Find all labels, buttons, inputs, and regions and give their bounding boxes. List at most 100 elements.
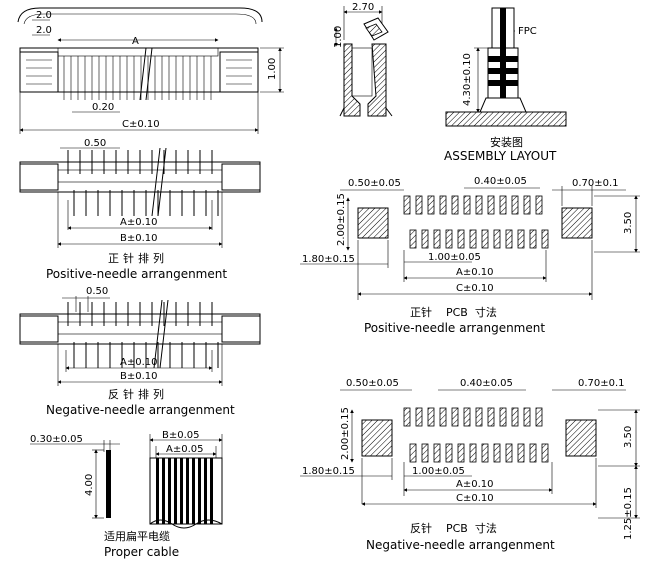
assembly-layout: FPC 4.30±0.10 安装图 ASSEMBLY LAYOUT bbox=[444, 7, 567, 163]
cable-view: 0.30±0.05 4.00 B±0.05 A±0.05 适用扁平电缆 Prop… bbox=[30, 430, 223, 559]
cable-dim-b: B±0.05 bbox=[162, 430, 200, 441]
pcb-pad-top bbox=[487, 195, 495, 215]
pcb-pad-bottom bbox=[469, 443, 477, 463]
pcbp-dim-pitch: 0.40±0.05 bbox=[474, 176, 527, 187]
assembly-dim-height: 4.30±0.10 bbox=[462, 53, 473, 106]
side-view: 2.70 1.00 bbox=[333, 2, 393, 117]
pcb-pad-top bbox=[463, 407, 471, 427]
cable-dim-thickness: 0.30±0.05 bbox=[30, 434, 83, 445]
pcb-pad-top bbox=[427, 407, 435, 427]
pcb-pad-bottom bbox=[517, 443, 525, 463]
pcb-pad-bottom bbox=[529, 443, 537, 463]
pcb-pad-bottom bbox=[433, 443, 441, 463]
pcb-pad-top bbox=[463, 195, 471, 215]
assembly-caption-cn: 安装图 bbox=[490, 135, 523, 149]
neg-dim-b: B±0.10 bbox=[120, 371, 158, 382]
pcbp-dim-pad-left: 0.50±0.05 bbox=[348, 178, 401, 189]
pos-dim-pitch: 0.50 bbox=[84, 138, 106, 149]
pcb-pad-top bbox=[427, 195, 435, 215]
pcb-negative-view: 0.50±0.05 0.40±0.05 0.70±0.1 2.00±0.15 3… bbox=[300, 378, 640, 552]
pcb-pad-bottom bbox=[421, 443, 429, 463]
pcbp-dim-height: 3.50 bbox=[623, 212, 634, 234]
pcbp-dim-pitch-sum: 1.00±0.05 bbox=[428, 252, 481, 263]
pcb-pad-bottom bbox=[505, 229, 513, 249]
pcb-pad-bottom bbox=[409, 229, 417, 249]
pcbp-dim-c: C±0.10 bbox=[456, 283, 494, 294]
pcb-pad-bottom bbox=[421, 229, 429, 249]
pcb-pad-bottom bbox=[529, 229, 537, 249]
pos-dim-a: A±0.10 bbox=[120, 217, 158, 228]
pcb-pad-top bbox=[523, 195, 531, 215]
cable-conductor bbox=[204, 458, 207, 524]
pcb-pad-top bbox=[451, 195, 459, 215]
cable-conductor bbox=[162, 458, 165, 524]
pos-caption-en: Positive-needle arrangenment bbox=[46, 267, 227, 281]
assembly-caption-en: ASSEMBLY LAYOUT bbox=[444, 149, 557, 163]
cable-caption-cn: 适用扁平电缆 bbox=[104, 530, 170, 543]
pcb-pad-top bbox=[475, 407, 483, 427]
pcbn-dim-a: A±0.10 bbox=[456, 479, 494, 490]
top-label-2: 2.0 bbox=[36, 25, 52, 36]
pcb-pad-top bbox=[403, 195, 411, 215]
pcb-pad-top bbox=[439, 195, 447, 215]
pcb-pad-top bbox=[475, 195, 483, 215]
side-dim-width: 2.70 bbox=[352, 2, 374, 13]
pcbn-dim-bottom: 1.25±0.15 bbox=[623, 487, 634, 540]
pcb-pad-bottom bbox=[493, 229, 501, 249]
cable-dim-a: A±0.05 bbox=[166, 444, 204, 455]
cable-dim-length: 4.00 bbox=[84, 474, 95, 496]
pcb-pad-bottom bbox=[433, 229, 441, 249]
pcb-pad-bottom bbox=[409, 443, 417, 463]
pcb-pad-top bbox=[415, 195, 423, 215]
cable-conductor bbox=[174, 458, 177, 524]
top-label-1: 2.0 bbox=[36, 10, 52, 21]
cable-conductor bbox=[186, 458, 189, 524]
pcb-pad-top bbox=[535, 195, 543, 215]
top-dim-c: C±0.10 bbox=[122, 119, 160, 130]
cable-caption-en: Proper cable bbox=[104, 545, 179, 559]
pcb-pad-top bbox=[535, 407, 543, 427]
pos-caption-cn: 正针排列 bbox=[108, 251, 168, 265]
pcb-pad-top bbox=[523, 407, 531, 427]
pcbn-caption-cn: 反针 PCB 寸法 bbox=[410, 521, 497, 535]
pcbp-dim-pad-right: 0.70±0.1 bbox=[572, 178, 619, 189]
top-dim-pitch: 0.20 bbox=[92, 102, 114, 113]
cable-conductor bbox=[192, 458, 195, 524]
cable-conductor bbox=[168, 458, 171, 524]
pcbn-dim-pitch: 0.40±0.05 bbox=[460, 378, 513, 389]
pcb-pad-bottom bbox=[469, 229, 477, 249]
positive-needle-view: 0.50 A±0.10 B±0.10 正针排列 Positive-needle … bbox=[19, 138, 261, 281]
side-dim-height: 1.00 bbox=[333, 26, 344, 48]
neg-dim-pitch: 0.50 bbox=[86, 286, 108, 297]
pcbp-dim-row: 2.00±0.15 bbox=[336, 193, 347, 246]
pcb-pad-top bbox=[511, 195, 519, 215]
pcbn-dim-row: 2.00±0.15 bbox=[340, 407, 351, 460]
pcb-pad-bottom bbox=[457, 229, 465, 249]
top-dim-a: A bbox=[132, 36, 139, 47]
pcbn-caption-en: Negative-needle arrangenment bbox=[366, 538, 555, 552]
neg-caption-cn: 反针排列 bbox=[108, 387, 168, 401]
neg-caption-en: Negative-needle arrangenment bbox=[46, 403, 235, 417]
pcbn-dim-pitch-sum: 1.00±0.05 bbox=[412, 466, 465, 477]
negative-needle-view: 0.50 A±0.10 B±0.10 反针排列 Negative-needle … bbox=[19, 286, 261, 417]
pcb-positive-view: 0.50±0.05 0.40±0.05 0.70±0.1 2.00±0.15 3… bbox=[300, 176, 640, 335]
pcbn-dim-c: C±0.10 bbox=[456, 493, 494, 504]
pcb-pad-top bbox=[403, 407, 411, 427]
pcbn-dim-pad-left: 0.50±0.05 bbox=[346, 378, 399, 389]
pcb-pad-top bbox=[511, 407, 519, 427]
neg-dim-a: A±0.10 bbox=[120, 357, 158, 368]
pcb-pad-bottom bbox=[445, 229, 453, 249]
pcb-pad-top bbox=[439, 407, 447, 427]
pcbn-dim-height: 3.50 bbox=[623, 426, 634, 448]
pcb-pad-top bbox=[415, 407, 423, 427]
pcb-pad-bottom bbox=[445, 443, 453, 463]
pcb-pad-bottom bbox=[493, 443, 501, 463]
cable-conductor bbox=[210, 458, 213, 524]
pcbn-dim-pad-right: 0.70±0.1 bbox=[578, 378, 625, 389]
assembly-fpc-label: FPC bbox=[518, 26, 537, 37]
pcb-pad-top bbox=[451, 407, 459, 427]
pcbp-caption-en: Positive-needle arrangenment bbox=[364, 321, 545, 335]
pcb-pad-bottom bbox=[541, 443, 549, 463]
pcbn-dim-offset: 1.80±0.15 bbox=[302, 466, 355, 477]
